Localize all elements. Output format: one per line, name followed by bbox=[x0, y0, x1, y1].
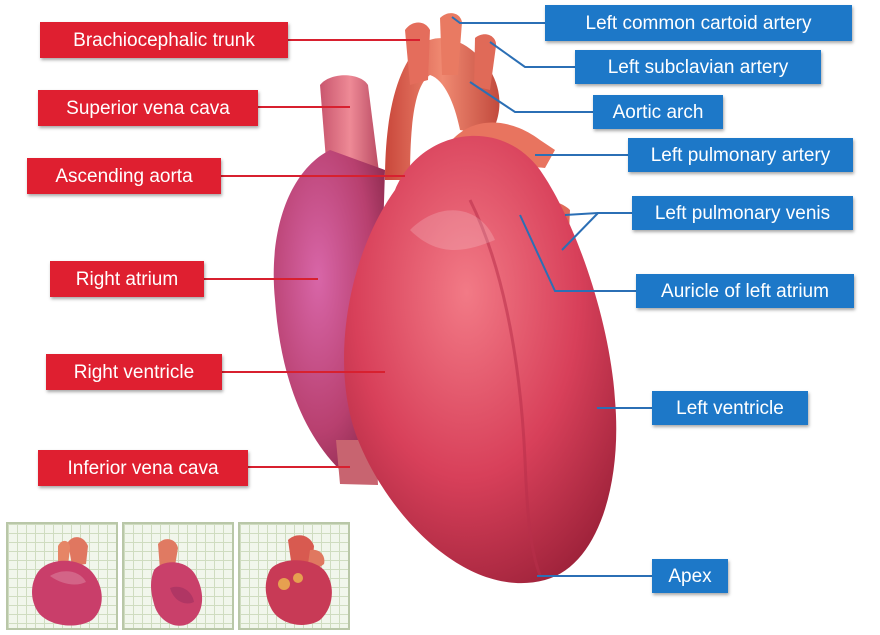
leader-aortic-arch bbox=[470, 82, 593, 112]
thumbnail-side-view bbox=[122, 522, 234, 630]
label-left-subclavian-artery: Left subclavian artery bbox=[575, 50, 821, 84]
label-inferior-vena-cava: Inferior vena cava bbox=[38, 450, 248, 486]
label-right-ventricle: Right ventricle bbox=[46, 354, 222, 390]
leader-left-common-carotid-artery bbox=[452, 17, 545, 23]
label-ascending-aorta: Ascending aorta bbox=[27, 158, 221, 194]
label-left-common-carotid-artery: Left common cartoid artery bbox=[545, 5, 852, 41]
leader-left-pulmonary-veins bbox=[565, 213, 632, 215]
leader-left-subclavian-artery bbox=[490, 42, 575, 67]
label-left-pulmonary-veins: Left pulmonary venis bbox=[632, 196, 853, 230]
label-auricle-of-left-atrium: Auricle of left atrium bbox=[636, 274, 854, 308]
thumbnail-anterior-view bbox=[6, 522, 118, 630]
label-brachiocephalic-trunk: Brachiocephalic trunk bbox=[40, 22, 288, 58]
leader-left-pulmonary-veins-2 bbox=[562, 213, 598, 250]
label-right-atrium: Right atrium bbox=[50, 261, 204, 297]
label-left-ventricle: Left ventricle bbox=[652, 391, 808, 425]
label-left-pulmonary-artery: Left pulmonary artery bbox=[628, 138, 853, 172]
label-apex: Apex bbox=[652, 559, 728, 593]
leader-auricle-of-left-atrium bbox=[520, 215, 636, 291]
label-superior-vena-cava: Superior vena cava bbox=[38, 90, 258, 126]
thumbnail-posterior-view bbox=[238, 522, 350, 630]
label-aortic-arch: Aortic arch bbox=[593, 95, 723, 129]
